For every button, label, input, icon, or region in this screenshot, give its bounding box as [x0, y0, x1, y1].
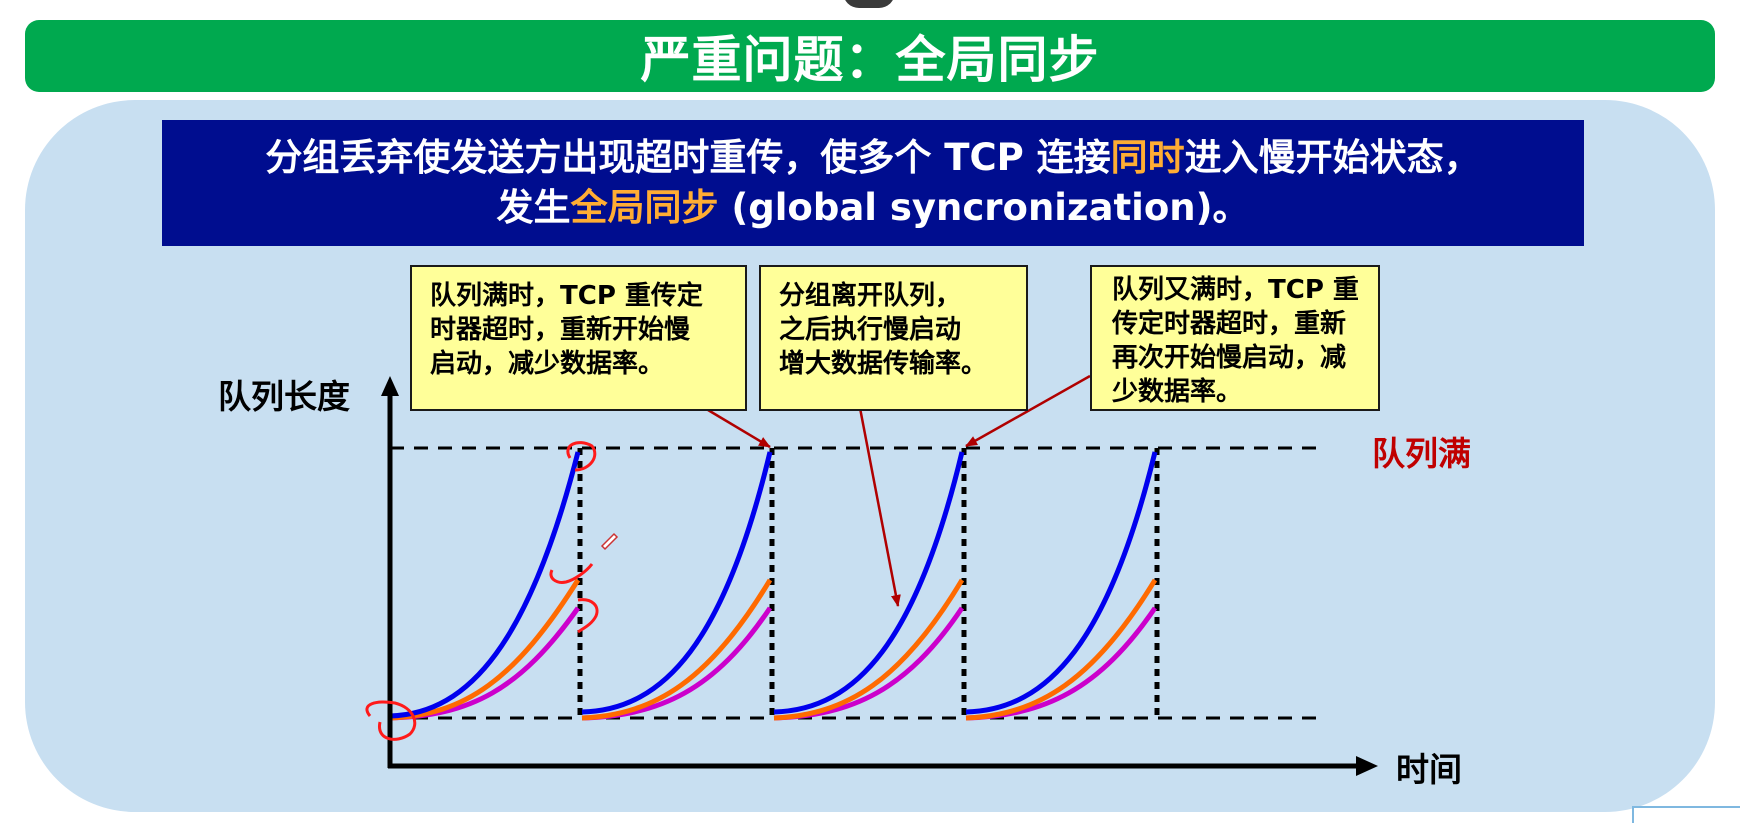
curve-orange-2 [581, 578, 773, 721]
banner-text: 进入慢开始状态， [1184, 136, 1481, 179]
callout-arrow-3 [965, 374, 1091, 448]
curve-orange-1 [389, 578, 581, 721]
curve-blue-4 [965, 451, 1158, 715]
x-axis-arrowhead [1356, 756, 1378, 776]
banner-highlight-simultaneous: 同时 [1110, 136, 1185, 179]
handwritten-mark-4 [365, 700, 417, 741]
pen-cursor-icon [600, 532, 619, 551]
callout-arrow-1 [707, 408, 771, 449]
title-bar: 严重问题：全局同步 [25, 20, 1715, 92]
handwritten-mark-1 [566, 441, 597, 472]
banner-line-2: 发生全局同步 (global syncronization)。 [496, 183, 1249, 233]
callout-line: 时器超时，重新开始慢 [430, 315, 691, 345]
callout-packets-leave: 分组离开队列， 之后执行慢启动 增大数据传输率。 [759, 265, 1028, 411]
handwritten-mark-3 [577, 598, 599, 634]
banner-text: 发生 [496, 186, 571, 229]
summary-banner: 分组丢弃使发送方出现超时重传，使多个 TCP 连接同时进入慢开始状态， 发生全局… [162, 120, 1584, 246]
curve-blue-3 [773, 451, 965, 715]
banner-text: (global syncronization)。 [718, 186, 1250, 229]
callout-arrow-2 [858, 407, 901, 607]
handwritten-mark-2 [549, 563, 594, 584]
curve-blue-2 [581, 451, 773, 715]
curve-blue-1 [389, 451, 581, 719]
x-axis-label: 时间 [1396, 750, 1462, 789]
queue-full-label: 队列满 [1372, 434, 1471, 473]
callout-line: 传定时器超时，重新 [1112, 309, 1347, 339]
banner-line-1: 分组丢弃使发送方出现超时重传，使多个 TCP 连接同时进入慢开始状态， [265, 133, 1480, 183]
curve-orange-3 [773, 578, 965, 721]
callout-line: 之后执行慢启动 [779, 315, 962, 345]
curve-orange-4 [965, 578, 1158, 721]
callout-line: 队列满时，TCP 重传定 [430, 281, 703, 311]
callout-line: 队列又满时，TCP 重 [1112, 275, 1359, 305]
callout-queue-full: 队列满时，TCP 重传定 时器超时，重新开始慢 启动，减少数据率。 [410, 265, 747, 411]
callout-line: 少数据率。 [1112, 377, 1243, 407]
y-axis-label: 队列长度 [218, 377, 350, 416]
callout-line: 分组离开队列， [779, 281, 962, 311]
banner-highlight-global-sync: 全局同步 [570, 186, 719, 229]
callout-line: 再次开始慢启动，减 [1112, 343, 1347, 373]
y-axis-arrowhead [381, 376, 399, 396]
slide-title: 严重问题：全局同步 [640, 31, 1100, 89]
corner-widget [1632, 806, 1740, 823]
callout-line: 启动，减少数据率。 [430, 349, 665, 379]
top-notch [843, 0, 895, 8]
callout-line: 增大数据传输率。 [779, 349, 988, 379]
banner-text: 分组丢弃使发送方出现超时重传，使多个 TCP 连接 [265, 136, 1111, 179]
callout-queue-full-again: 队列又满时，TCP 重 传定时器超时，重新 再次开始慢启动，减 少数据率。 [1090, 265, 1380, 411]
